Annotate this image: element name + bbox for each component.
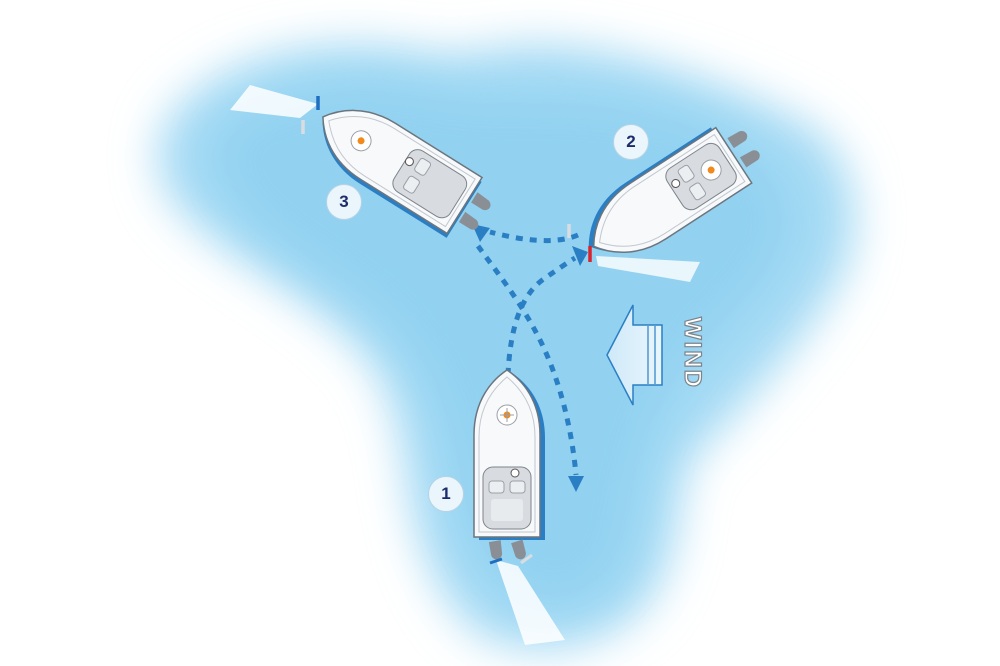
wake-boat-1-path <box>496 560 565 645</box>
maneuver-paths <box>475 229 579 476</box>
boat-1-steering-wheel <box>510 468 520 478</box>
boat-3-engine-starboard <box>471 192 491 211</box>
boat-3-steering-wheel <box>404 157 414 167</box>
step-label-1: 1 <box>428 476 464 512</box>
boat-1-engine-port <box>488 540 503 560</box>
wakes <box>230 85 700 645</box>
boat-1 <box>473 369 545 565</box>
boat-2-beacon <box>707 166 715 174</box>
step-label-3: 3 <box>326 184 362 220</box>
path-3-to-downstream <box>475 244 579 476</box>
boat-1-prop-neutral <box>520 553 533 565</box>
path-reverse-1-to-2 <box>505 255 577 376</box>
boat-1-engine-starboard <box>511 539 526 560</box>
boat-2-cockpit <box>665 142 737 211</box>
boat-2-engine-starboard <box>727 131 748 149</box>
boat-2 <box>588 126 760 254</box>
water-area <box>157 44 856 650</box>
wind-indicator <box>606 304 663 406</box>
arrowhead-to-3 <box>472 224 490 242</box>
boat-1-prop-forward <box>489 557 503 565</box>
wake-boat-2-path <box>596 256 700 282</box>
boat-2-steering-wheel <box>671 178 681 188</box>
boat-2-engine-port <box>739 150 760 168</box>
path-forward-2-to-3 <box>489 229 579 244</box>
boat-3-beacon <box>357 137 365 145</box>
wake-boat-3-path <box>230 85 318 118</box>
boat-3 <box>322 109 491 238</box>
arrowheads <box>472 224 588 492</box>
boat-3-cockpit <box>392 149 468 219</box>
boat-3-engine-port <box>458 211 479 230</box>
wind-label: WIND <box>678 316 706 389</box>
arrowhead-down <box>568 476 584 492</box>
step-label-2: 2 <box>613 124 649 160</box>
arrowhead-to-2 <box>572 246 588 266</box>
